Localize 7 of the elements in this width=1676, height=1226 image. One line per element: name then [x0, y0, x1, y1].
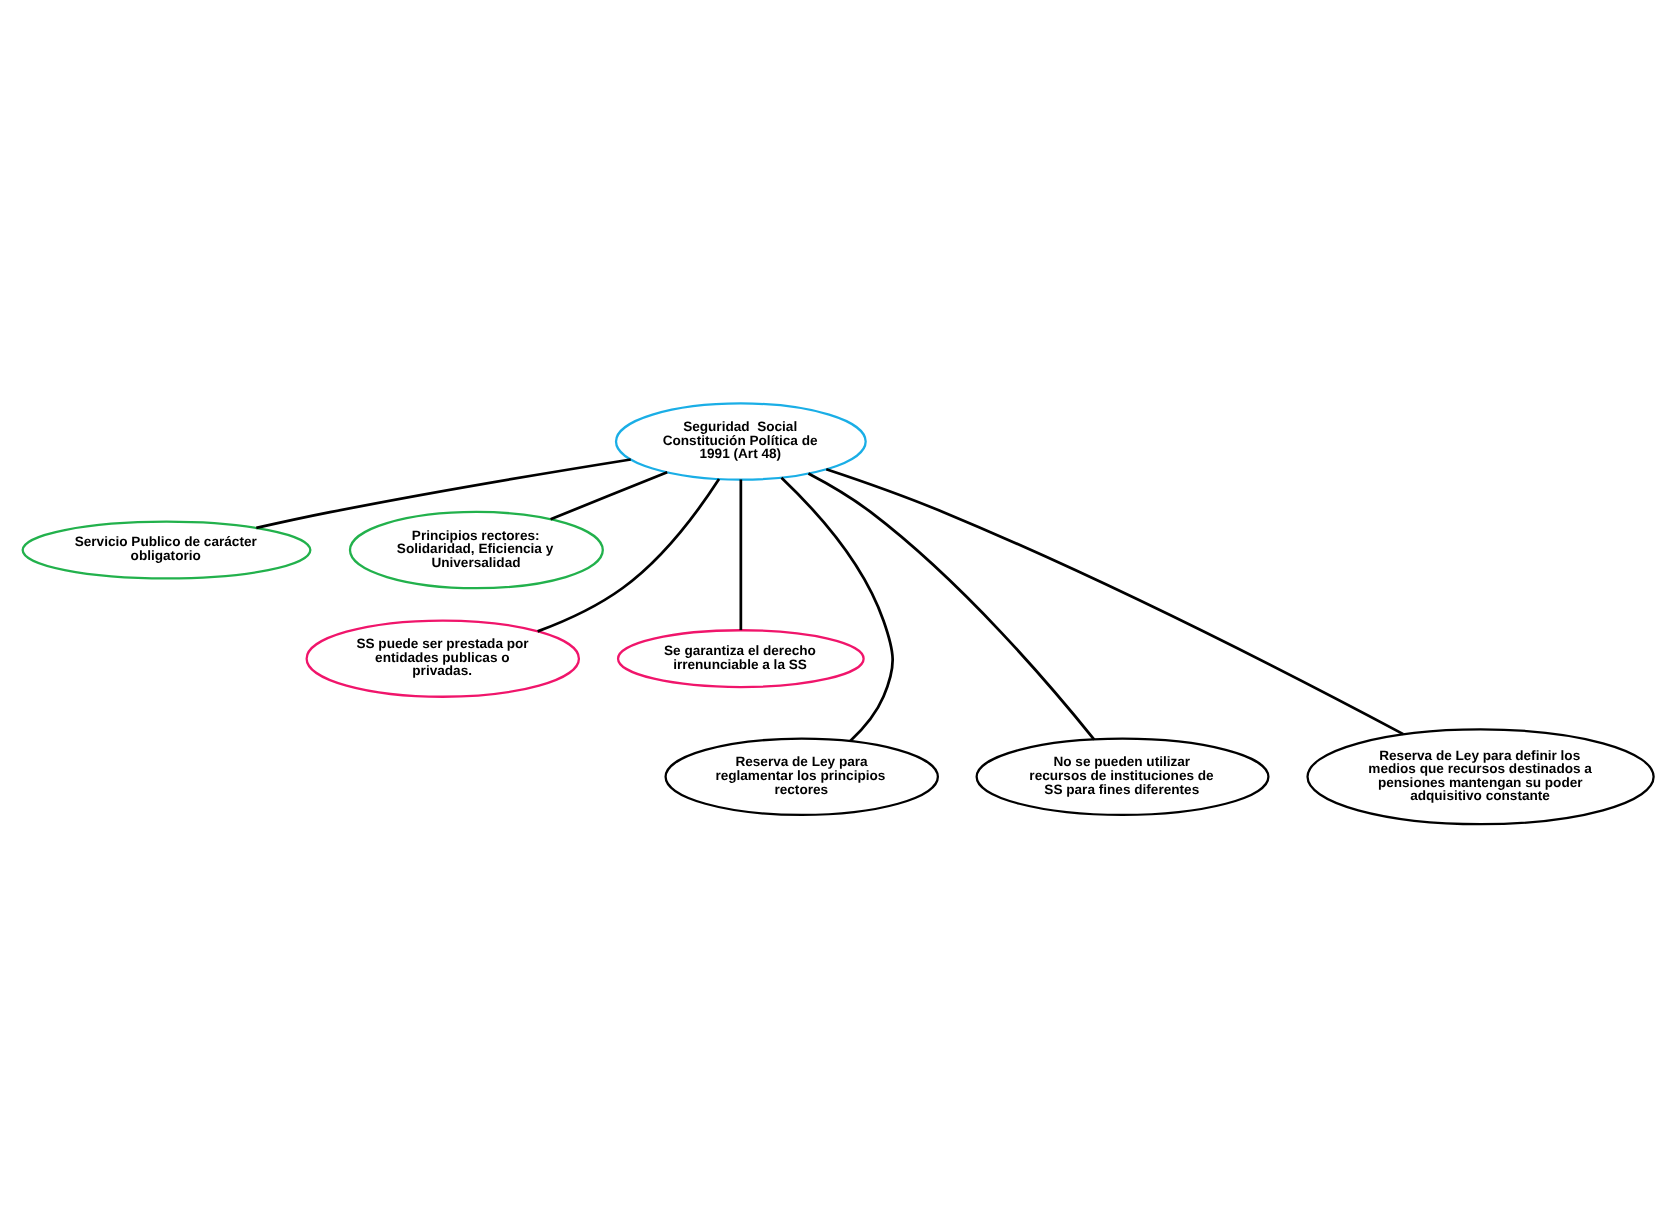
connector	[256, 457, 631, 529]
connector	[537, 477, 721, 632]
connector	[550, 469, 668, 520]
connector	[825, 466, 1404, 735]
connector	[739, 478, 743, 630]
connector	[780, 475, 894, 741]
connector	[807, 471, 1096, 740]
